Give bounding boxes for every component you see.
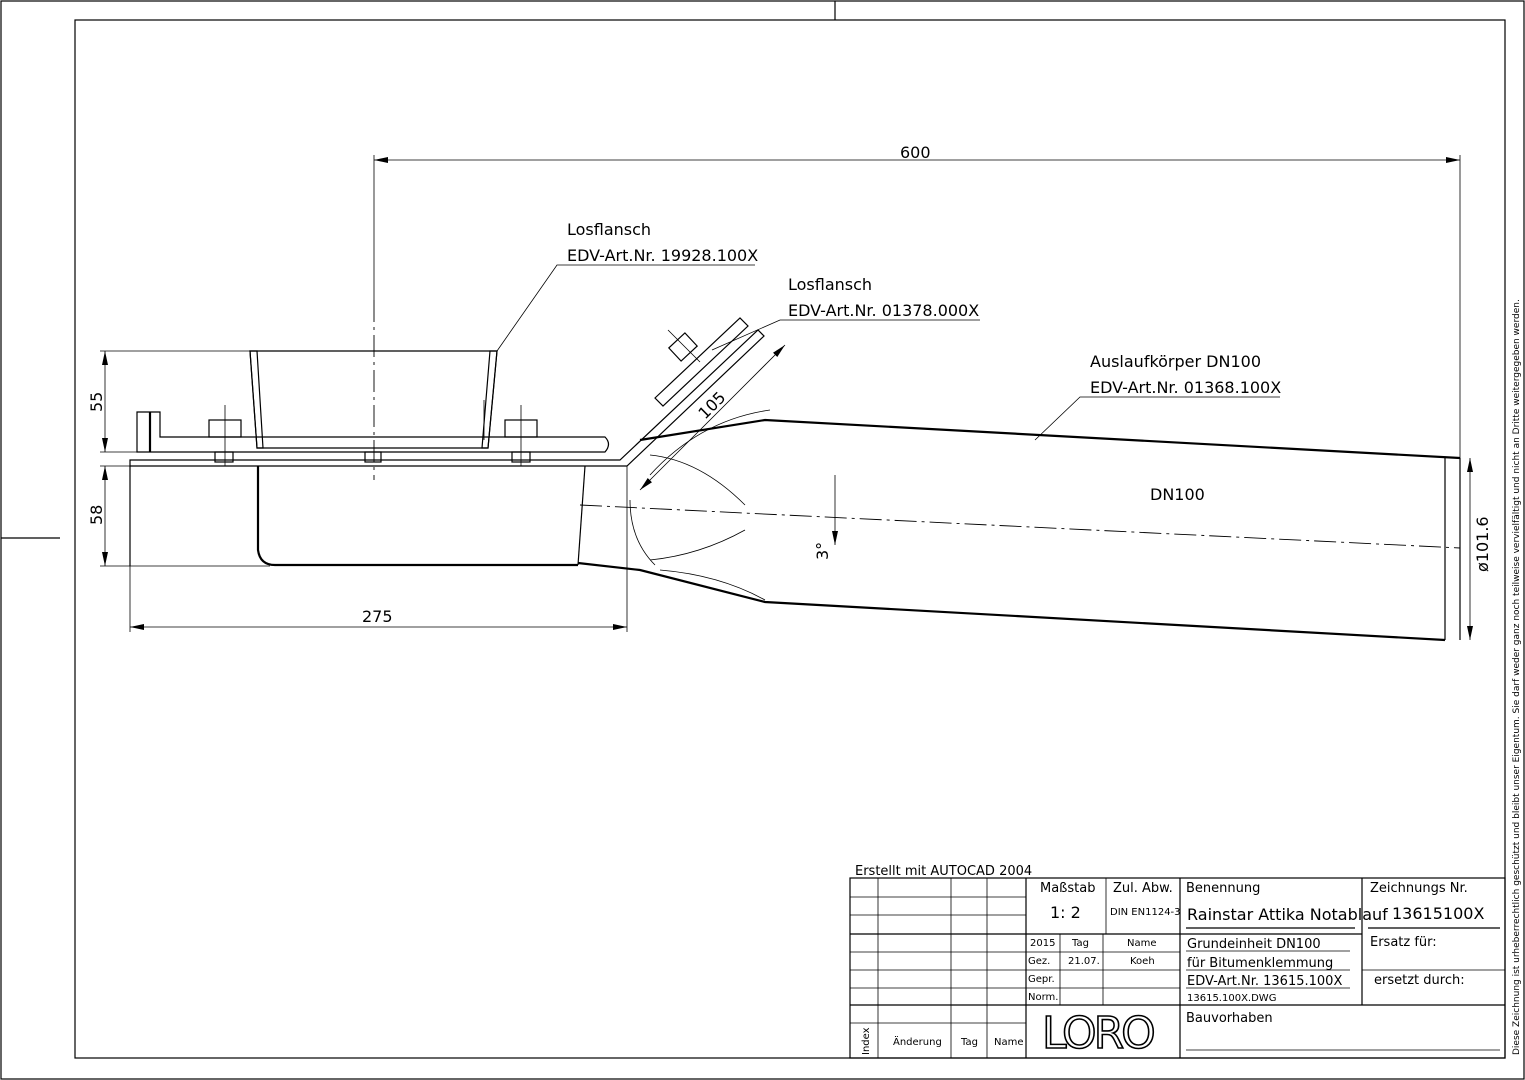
year: 2015: [1030, 938, 1055, 949]
name-value: Rainstar Attika Notablauf: [1187, 905, 1388, 924]
dim-58: 58: [87, 505, 106, 525]
name-label: Benennung: [1186, 881, 1260, 896]
replaced-by-label: ersetzt durch:: [1374, 973, 1465, 988]
rev-index: Index: [861, 1027, 872, 1055]
drain-assembly-drawing: [129, 300, 1461, 642]
dim-275: 275: [362, 607, 393, 626]
norm-label: Norm.: [1028, 992, 1058, 1003]
copyright-note: Diese Zeichnung ist urheberrechtlich ges…: [1512, 299, 1522, 1055]
drawing-no-value: 13615100X: [1392, 904, 1484, 923]
scale-label: Maßstab: [1040, 881, 1095, 896]
dim-diameter: ø101.6: [1473, 516, 1492, 572]
tolerance-value: DIN EN1124-3: [1110, 907, 1181, 918]
tolerance-label: Zul. Abw.: [1113, 881, 1173, 896]
project-label: Bauvorhaben: [1186, 1011, 1273, 1026]
file-name: 13615.100X.DWG: [1187, 993, 1276, 1004]
checked-label: Gepr.: [1028, 974, 1055, 985]
rev-change: Änderung: [893, 1035, 942, 1048]
callout-losflansch-2-title: Losflansch: [788, 275, 872, 294]
part-callouts: Losflansch EDV-Art.Nr. 19928.100X Losfla…: [496, 220, 1281, 441]
dim-600: 600: [900, 143, 931, 162]
callout-auslauf-title: Auslaufkörper DN100: [1090, 352, 1261, 371]
company-logo: LORO: [1042, 1008, 1154, 1059]
drawn-date: 21.07.: [1068, 956, 1100, 967]
created-with: Erstellt mit AUTOCAD 2004: [855, 864, 1032, 879]
callout-auslauf-art: EDV-Art.Nr. 01368.100X: [1090, 378, 1281, 397]
desc-1: Grundeinheit DN100: [1187, 937, 1321, 952]
callout-losflansch-2-art: EDV-Art.Nr. 01378.000X: [788, 301, 979, 320]
revision-grid: [850, 878, 1026, 1058]
drawing-no-label: Zeichnungs Nr.: [1370, 881, 1468, 896]
dim-105: 105: [694, 388, 729, 423]
person-label: Name: [1127, 938, 1157, 949]
desc-3: EDV-Art.Nr. 13615.100X: [1187, 974, 1342, 989]
rev-name: Name: [994, 1037, 1024, 1048]
replaces-label: Ersatz für:: [1370, 935, 1437, 950]
desc-2: für Bitumenklemmung: [1187, 956, 1333, 971]
title-block: Erstellt mit AUTOCAD 2004 Maßstab: [849, 864, 1506, 1060]
bolt-icon: [208, 405, 242, 466]
day-label: Tag: [1071, 938, 1089, 949]
dim-angle: 3°: [813, 542, 832, 560]
drawn-name: Koeh: [1130, 956, 1155, 967]
rev-day: Tag: [960, 1037, 978, 1048]
callout-losflansch-1-title: Losflansch: [567, 220, 651, 239]
bolt-icon: [504, 405, 538, 466]
scale-value: 1: 2: [1050, 903, 1081, 922]
callout-losflansch-1-art: EDV-Art.Nr. 19928.100X: [567, 246, 758, 265]
label-dn: DN100: [1150, 485, 1205, 504]
drawn-label: Gez.: [1028, 956, 1050, 967]
dim-55: 55: [87, 392, 106, 412]
